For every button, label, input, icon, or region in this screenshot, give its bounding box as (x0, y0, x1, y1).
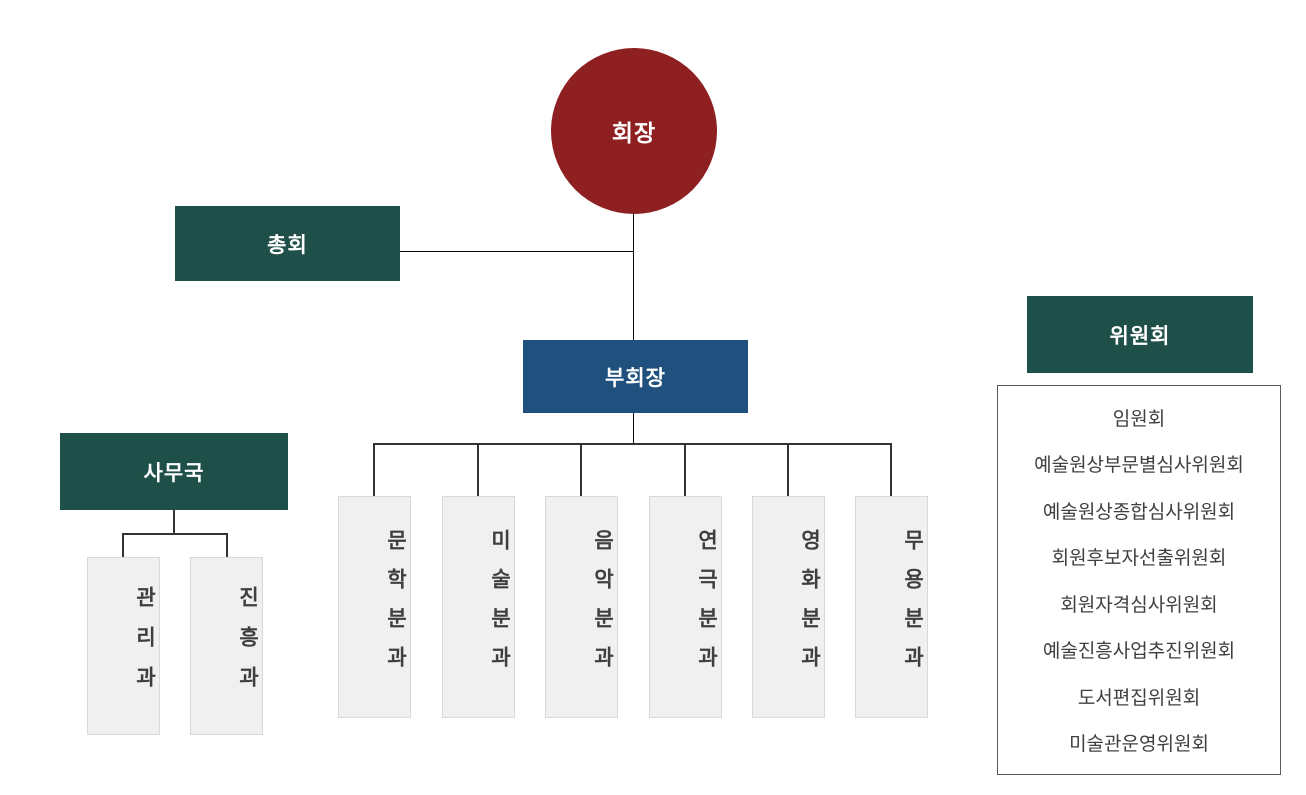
vice-chairman-node: 부회장 (523, 340, 748, 413)
connector-division-drop (477, 443, 479, 496)
connector-vice-stem (633, 413, 634, 444)
committee-item: 회원후보자선출위원회 (1051, 548, 1227, 570)
committee-item: 예술원상종합심사위원회 (1042, 501, 1236, 523)
connector-dept-drop (226, 533, 228, 557)
connector-dept-drop (122, 533, 124, 557)
connector-chairman-to-vice (633, 213, 634, 341)
general-assembly-node: 총회 (175, 206, 400, 281)
division-box-fine-arts: 미술분과 (442, 496, 515, 718)
committee-item: 임원회 (1112, 408, 1166, 430)
division-box-film: 영화분과 (752, 496, 825, 718)
connector-division-drop (373, 443, 375, 496)
connector-division-drop (580, 443, 582, 496)
division-box-literature: 문학분과 (338, 496, 411, 718)
connector-division-drop (684, 443, 686, 496)
dept-box-management: 관리과 (87, 557, 160, 735)
dept-box-promotion: 진흥과 (190, 557, 263, 735)
committee-item: 미술관운영위원회 (1069, 734, 1209, 756)
division-box-dance: 무용분과 (855, 496, 928, 718)
committee-item: 회원자격심사위원회 (1060, 594, 1218, 616)
secretariat-node: 사무국 (60, 433, 288, 510)
division-box-theater: 연극분과 (649, 496, 722, 718)
connector-divisions-rail (373, 443, 892, 445)
connector-division-drop (890, 443, 892, 496)
committee-item: 예술진흥사업추진위원회 (1042, 641, 1236, 663)
committee-header-node: 위원회 (1027, 296, 1253, 373)
committee-item: 도서편집위원회 (1077, 687, 1201, 709)
connector-assembly-branch (400, 251, 634, 252)
division-box-music: 음악분과 (545, 496, 618, 718)
committee-list: 임원회 예술원상부문별심사위원회 예술원상종합심사위원회 회원후보자선출위원회 … (997, 385, 1281, 775)
connector-secretariat-rail (122, 533, 228, 535)
committee-item: 예술원상부문별심사위원회 (1034, 455, 1244, 477)
chairman-node: 회장 (551, 48, 717, 214)
connector-division-drop (787, 443, 789, 496)
connector-secretariat-stem (173, 510, 175, 535)
